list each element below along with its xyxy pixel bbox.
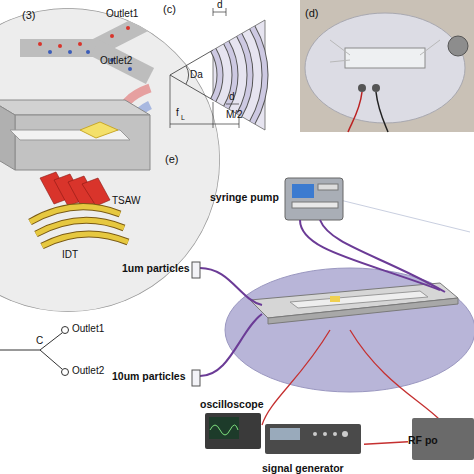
dimension-label: f xyxy=(176,108,179,118)
device-photo xyxy=(300,0,474,132)
dimension-label: Da xyxy=(190,70,203,80)
panel-label: (e) xyxy=(165,154,178,165)
node-text: 10um particles xyxy=(112,370,186,382)
node-text: signal generator xyxy=(262,462,344,474)
node-text: RF po xyxy=(408,434,438,446)
outlet-label: Outlet1 xyxy=(72,324,104,334)
instrument-label: signal generator xyxy=(262,420,364,474)
part-label: TSAW xyxy=(112,196,141,206)
outlet-label: Outlet1 xyxy=(106,9,138,19)
node-text: oscilloscope xyxy=(200,398,264,410)
vial-label: 10um particles xyxy=(112,366,192,386)
panel-label: (3) xyxy=(22,10,35,21)
dimension-label: d xyxy=(217,0,223,10)
experimental-setup xyxy=(192,178,474,460)
outlet-schematic xyxy=(0,327,69,376)
outlet-label: Outlet2 xyxy=(100,56,132,66)
panel-label: (d) xyxy=(305,8,318,19)
outlet-label: Outlet2 xyxy=(72,366,104,376)
pump-label: syringe pump xyxy=(210,176,284,218)
cable-connector xyxy=(364,442,408,444)
dimension-subscript: L xyxy=(181,114,185,121)
instrument-label: RF po xyxy=(408,418,474,462)
junction-label: C xyxy=(36,336,43,346)
vial-label: 1um particles xyxy=(122,258,192,278)
instrument-label: oscilloscope xyxy=(200,398,266,452)
node-text: 1um particles xyxy=(122,262,190,274)
node-text: syringe pump xyxy=(210,191,279,203)
dimension-label: M/2 xyxy=(226,110,243,120)
idt-geometry xyxy=(170,8,265,130)
dimension-label: d xyxy=(229,92,235,102)
zoom-view xyxy=(0,8,220,312)
part-label: IDT xyxy=(62,250,78,260)
panel-label: (c) xyxy=(163,4,176,15)
